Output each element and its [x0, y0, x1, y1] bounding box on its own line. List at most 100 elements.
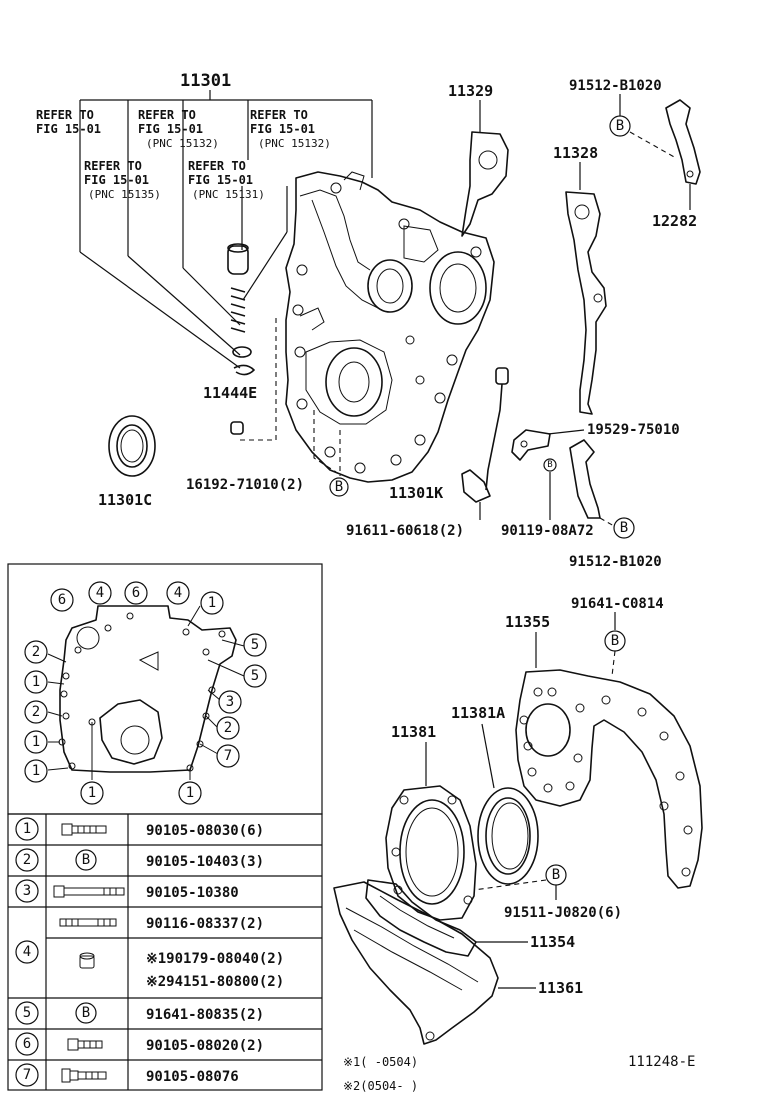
- inset-cover-outline: [58, 605, 237, 773]
- callout-91511-J0820[interactable]: 91511-J0820(6): [504, 905, 622, 921]
- gasket-11354-part[interactable]: [365, 879, 477, 957]
- callout-11301C[interactable]: 11301C: [98, 491, 152, 509]
- inset-num-1e[interactable]: 1: [80, 781, 104, 805]
- callout-12282[interactable]: 12282: [652, 212, 697, 230]
- table-row[interactable]: 6 90105-08020(2): [15, 1032, 264, 1056]
- svg-text:4: 4: [96, 585, 104, 601]
- inset-num-5b[interactable]: 5: [243, 664, 267, 688]
- inset-num-1d[interactable]: 1: [24, 759, 48, 783]
- svg-text:REFER TO: REFER TO: [138, 108, 196, 122]
- tensioner-spring-part[interactable]: [230, 287, 246, 333]
- diagram-id: 111248-E: [628, 1054, 695, 1070]
- plug-part-11444E[interactable]: [230, 421, 244, 435]
- refer-note-1[interactable]: REFER TO FIG 15-01: [36, 108, 101, 136]
- callout-11301K[interactable]: 11301K: [389, 484, 443, 502]
- svg-text:FIG 15-01: FIG 15-01: [36, 122, 101, 136]
- svg-text:B: B: [82, 1005, 90, 1021]
- refer-note-2[interactable]: REFER TO FIG 15-01 (PNC 15132): [138, 108, 219, 150]
- footnote-1: ※1( -0504): [343, 1055, 418, 1069]
- table-row[interactable]: 7 90105-08076: [15, 1063, 239, 1087]
- svg-text:5: 5: [251, 637, 259, 653]
- table-row[interactable]: 1 90105-08030(6): [15, 817, 264, 841]
- svg-text:3: 3: [226, 694, 234, 710]
- table-row[interactable]: 2 B 90105-10403(3): [15, 848, 264, 872]
- oil-pan-11361-part[interactable]: [333, 881, 499, 1045]
- svg-text:(PNC 15132): (PNC 15132): [146, 137, 219, 150]
- timing-chain-cover-11301-part[interactable]: [285, 171, 495, 483]
- svg-text:90105-08030(6): 90105-08030(6): [146, 823, 264, 839]
- snap-ring-part[interactable]: [233, 364, 255, 376]
- callout-90119-08A72[interactable]: 90119-08A72: [501, 523, 594, 539]
- callout-91611-60618[interactable]: 91611-60618(2): [346, 523, 464, 539]
- svg-text:4: 4: [23, 944, 31, 960]
- svg-text:※294151-80800(2): ※294151-80800(2): [146, 974, 284, 990]
- table-row-group-4[interactable]: 4 90116-08337(2) ※190179-08040(2) ※29415…: [15, 916, 284, 990]
- leader-line: [481, 723, 495, 789]
- svg-text:90116-08337(2): 90116-08337(2): [146, 916, 264, 932]
- svg-text:1: 1: [23, 821, 31, 837]
- oil-seal-11381A-part[interactable]: [477, 787, 539, 885]
- plate-11355-part[interactable]: [515, 669, 703, 889]
- inset-num-1c[interactable]: 1: [24, 730, 48, 754]
- bracket-19529-part[interactable]: [511, 429, 551, 461]
- refer-note-4[interactable]: REFER TO FIG 15-01 (PNC 15135): [84, 159, 161, 201]
- callout-11355[interactable]: 11355: [505, 613, 550, 631]
- inset-num-4b[interactable]: 4: [166, 581, 190, 605]
- svg-text:FIG 15-01: FIG 15-01: [188, 173, 253, 187]
- callout-91512-B1020-top[interactable]: 91512-B1020: [569, 78, 662, 94]
- svg-text:FIG 15-01: FIG 15-01: [250, 122, 315, 136]
- leader-line: [242, 231, 288, 301]
- callout-11381A[interactable]: 11381A: [451, 704, 505, 722]
- short-bolt-icon: [67, 1038, 103, 1051]
- gasket-11328-part[interactable]: [565, 191, 607, 415]
- b-marker: [329, 477, 349, 497]
- svg-text:1: 1: [186, 785, 194, 801]
- sensor-harness-part[interactable]: [461, 367, 509, 503]
- svg-text:(PNC 15131): (PNC 15131): [192, 188, 265, 201]
- callout-11328[interactable]: 11328: [553, 144, 598, 162]
- inset-num-6a[interactable]: 6: [50, 588, 74, 612]
- inset-num-4a[interactable]: 4: [88, 581, 112, 605]
- callout-91512-B1020-bottom[interactable]: 91512-B1020: [569, 554, 662, 570]
- svg-text:FIG 15-01: FIG 15-01: [84, 173, 149, 187]
- inset-num-3[interactable]: 3: [218, 690, 242, 714]
- callout-19529-75010[interactable]: 19529-75010: [587, 422, 680, 438]
- callout-91641-C0814[interactable]: 91641-C0814: [571, 596, 664, 612]
- table-row[interactable]: 5 B 91641-80835(2): [15, 1001, 264, 1025]
- callout-11301[interactable]: 11301: [180, 71, 231, 91]
- washer-part[interactable]: [232, 346, 252, 358]
- svg-text:1: 1: [32, 674, 40, 690]
- callout-16192-71010[interactable]: 16192-71010(2): [186, 477, 304, 493]
- inset-num-2b[interactable]: 2: [24, 700, 48, 724]
- inset-num-5a[interactable]: 5: [243, 633, 267, 657]
- gasket-11329-part[interactable]: [461, 131, 509, 237]
- engine-hanger-lower-part[interactable]: [569, 439, 601, 519]
- dashed-leader: [313, 410, 337, 473]
- inset-leaders: [47, 605, 245, 780]
- inset-num-7[interactable]: 7: [216, 744, 240, 768]
- svg-text:4: 4: [174, 585, 182, 601]
- dashed-leader: [599, 517, 615, 527]
- callout-11381[interactable]: 11381: [391, 723, 436, 741]
- callout-11354[interactable]: 11354: [530, 933, 575, 951]
- svg-text:90105-10380: 90105-10380: [146, 885, 239, 901]
- inset-num-2a[interactable]: 2: [24, 640, 48, 664]
- inset-num-1b[interactable]: 1: [24, 670, 48, 694]
- callout-11329[interactable]: 11329: [448, 82, 493, 100]
- inset-num-1a[interactable]: 1: [200, 591, 224, 615]
- refer-note-5[interactable]: REFER TO FIG 15-01 (PNC 15131): [188, 159, 265, 201]
- inset-num-2c[interactable]: 2: [216, 716, 240, 740]
- refer-note-3[interactable]: REFER TO FIG 15-01 (PNC 15132): [250, 108, 331, 150]
- table-row[interactable]: 3 90105-10380: [15, 879, 239, 903]
- svg-text:(PNC 15135): (PNC 15135): [88, 188, 161, 201]
- svg-text:5: 5: [23, 1005, 31, 1021]
- inset-num-6b[interactable]: 6: [124, 581, 148, 605]
- callout-11361[interactable]: 11361: [538, 979, 583, 997]
- b-marker-label: B: [620, 520, 628, 536]
- engine-hanger-12282-part[interactable]: [665, 99, 701, 185]
- oil-seal-11301C-part[interactable]: [108, 415, 156, 477]
- b-marker-label: B: [616, 118, 624, 134]
- inset-num-1f[interactable]: 1: [178, 781, 202, 805]
- tensioner-plunger-part[interactable]: [227, 243, 249, 275]
- callout-11444E[interactable]: 11444E: [203, 384, 257, 402]
